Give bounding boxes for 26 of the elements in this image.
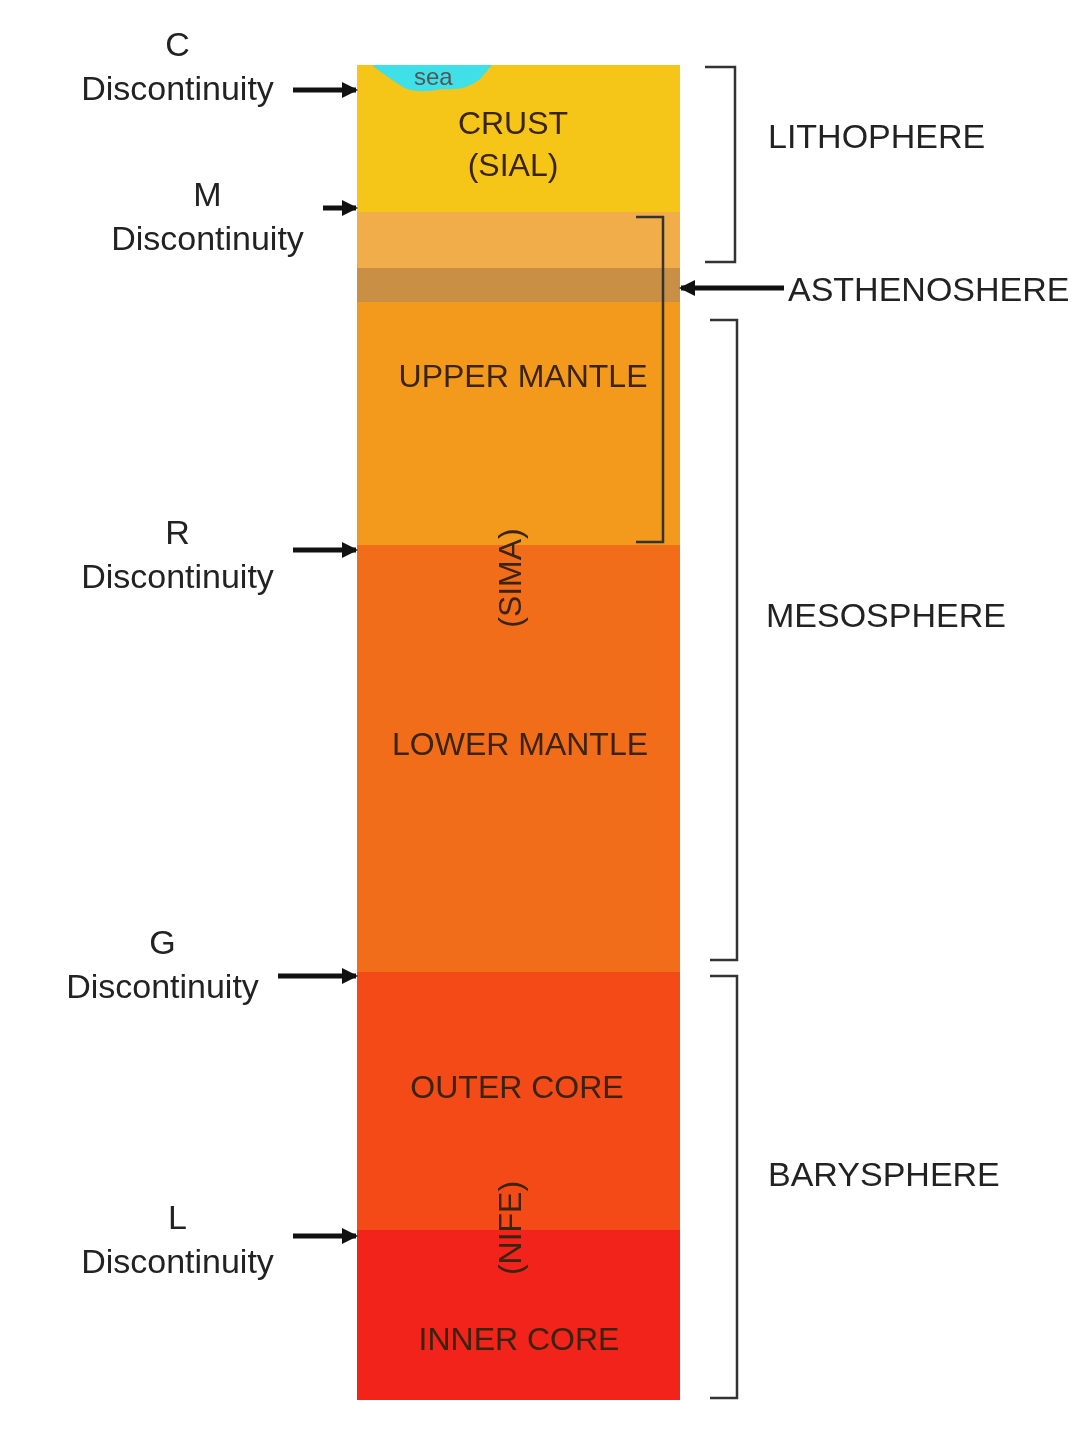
arrow — [293, 82, 358, 98]
layer-label: CRUST (SIAL) — [456, 104, 570, 185]
asthenosphere-band — [357, 268, 680, 302]
sphere-label: BARYSPHERE — [768, 1155, 1000, 1194]
sphere-label: MESOSPHERE — [766, 596, 1006, 635]
transition-band — [357, 212, 680, 268]
arrow — [323, 200, 358, 216]
crust-layer — [357, 65, 680, 212]
layer-name: ASTHENOSHERE — [788, 270, 1070, 309]
discontinuity-label: M Discontinuity — [100, 172, 315, 261]
sea-label: sea — [414, 63, 453, 91]
composition-label: (SIMA) — [491, 528, 529, 628]
arrow — [679, 280, 784, 296]
arrow — [278, 968, 358, 984]
arrow — [293, 542, 358, 558]
layer-label: INNER CORE — [417, 1320, 621, 1360]
discontinuity-label: L Discontinuity — [70, 1195, 285, 1284]
discontinuity-label: R Discontinuity — [70, 510, 285, 599]
sphere-label: LITHOPHERE — [768, 117, 986, 156]
arrow — [293, 1228, 358, 1244]
layer-label: OUTER CORE — [409, 1068, 625, 1108]
composition-label: (NIFE) — [491, 1180, 529, 1276]
layer-label: LOWER MANTLE — [391, 725, 649, 765]
discontinuity-label: C Discontinuity — [70, 22, 285, 111]
layer-label: UPPER MANTLE — [397, 357, 649, 397]
discontinuity-label: G Discontinuity — [55, 920, 270, 1009]
